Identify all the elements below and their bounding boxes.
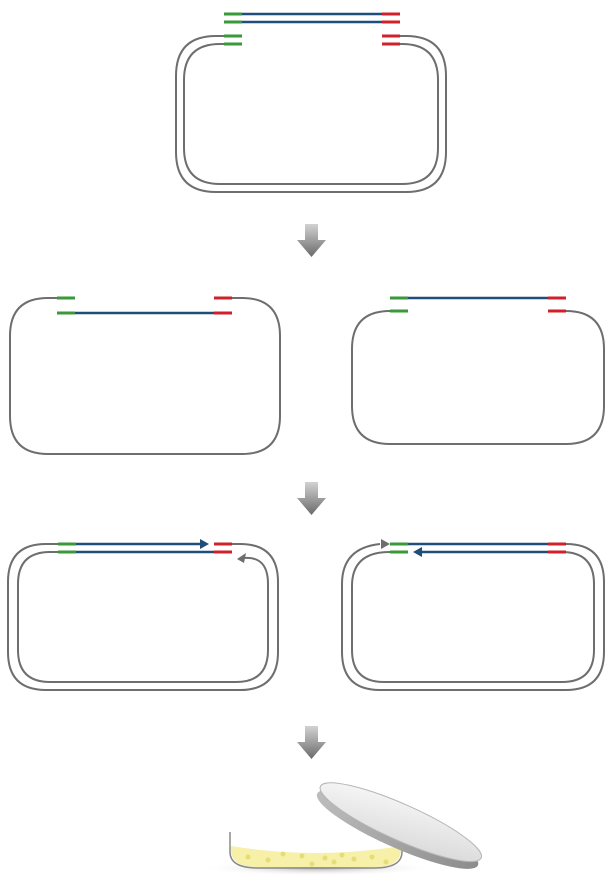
colony <box>299 853 305 859</box>
dish-lid <box>316 782 483 869</box>
colony <box>245 854 251 860</box>
extension-arrowhead-icon <box>237 553 246 563</box>
plasmid-inner-strand <box>351 551 595 683</box>
step-1-linear-insert-and-plasmid <box>175 12 447 193</box>
down-arrow-icon <box>297 726 326 759</box>
extension-arrowhead-icon <box>413 547 422 557</box>
annealed-strand-right <box>351 296 605 445</box>
extension-arrowhead-icon <box>200 539 209 549</box>
colony <box>265 857 271 863</box>
step-3-strand-extension <box>7 539 605 691</box>
dish-base <box>229 832 403 869</box>
lid-top <box>319 782 483 863</box>
colony <box>331 859 337 865</box>
colony <box>369 854 375 860</box>
down-arrow-icon <box>297 224 326 257</box>
annealed-strand-left <box>9 296 281 455</box>
plasmid-inner-strand <box>183 43 439 185</box>
plasmid-outer-strand <box>175 35 447 193</box>
step-2-single-strand-annealing <box>9 296 605 455</box>
colony <box>322 855 328 861</box>
petri-dish <box>200 782 483 876</box>
colony <box>351 856 357 862</box>
down-arrow-icon <box>297 482 326 515</box>
colony <box>280 851 286 857</box>
colony <box>309 861 315 867</box>
plasmid-outer-strand <box>7 543 279 691</box>
extension-arrowhead-icon <box>381 539 390 549</box>
plasmid-inner-strand <box>17 551 269 683</box>
colony <box>339 852 345 858</box>
plasmid-outer-strand <box>341 543 605 691</box>
plasmid-single-strand <box>351 310 605 445</box>
colony <box>383 859 389 865</box>
linear-insert-dsdna <box>224 12 400 24</box>
bacterial-colonies <box>245 851 389 867</box>
extended-plasmid-left <box>7 539 279 691</box>
agar-medium <box>231 846 401 867</box>
extended-plasmid-right <box>341 539 605 691</box>
plasmid-single-strand <box>9 297 281 455</box>
linearized-plasmid <box>175 35 447 193</box>
